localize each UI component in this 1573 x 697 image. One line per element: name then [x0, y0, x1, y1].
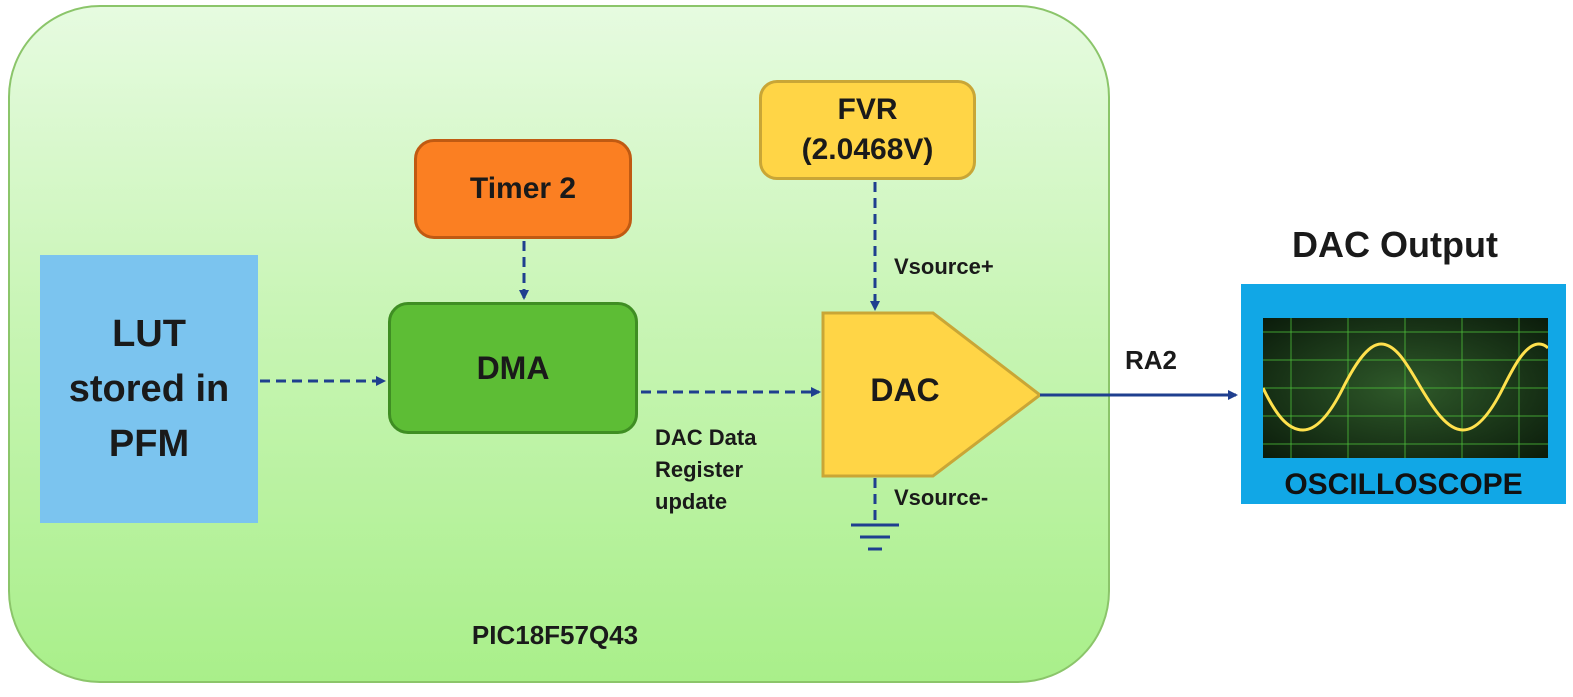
timer2-label: Timer 2 [469, 172, 577, 205]
dac-data-line-3: update [655, 489, 728, 514]
timer2-block: Timer 2 [414, 139, 632, 239]
ground-icon [851, 523, 899, 551]
dac-label: DAC [870, 372, 940, 408]
lut-line-3: PFM [108, 422, 190, 465]
dac-data-line-2: Register [655, 457, 744, 482]
ra2-label: RA2 [1125, 345, 1178, 375]
oscilloscope-screen [1263, 318, 1548, 458]
lut-line-1: LUT [112, 312, 186, 355]
dac-data-line-1: DAC Data [655, 425, 757, 450]
lut-block: LUT stored in PFM [40, 255, 258, 523]
oscilloscope-label: OSCILLOSCOPE [1284, 468, 1523, 501]
dma-label: DMA [476, 349, 550, 386]
waveform-icon [1263, 342, 1548, 432]
fvr-line-2: (2.0468V) [801, 133, 934, 166]
dma-block: DMA [388, 302, 638, 434]
dac-output-title: DAC Output [1292, 224, 1498, 265]
fvr-block: FVR (2.0468V) [759, 80, 976, 180]
dac-data-register-label: DAC Data Register update [655, 422, 756, 518]
chip-name-label: PIC18F57Q43 [471, 620, 639, 650]
vsource-plus-label: Vsource+ [894, 254, 994, 279]
fvr-line-1: FVR [837, 93, 898, 126]
vsource-minus-label: Vsource- [894, 485, 989, 510]
dac-shape [821, 311, 1043, 478]
lut-line-2: stored in [68, 367, 230, 410]
